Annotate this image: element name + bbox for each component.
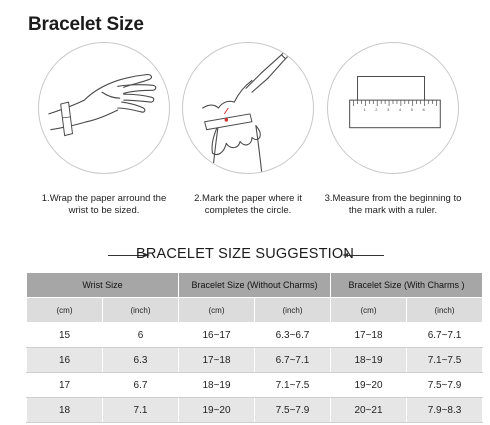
table-heading: BRACELET SIZE SUGGESTION — [0, 244, 490, 266]
svg-text:6: 6 — [423, 107, 426, 112]
table-cell: 7.9~8.3 — [406, 397, 484, 423]
step-1-illustration — [38, 42, 170, 174]
table-cell: 16 — [26, 347, 103, 373]
step-1-caption: 1.Wrap the paper arround the wrist to be… — [41, 193, 167, 216]
table-cell: 17~18 — [330, 322, 408, 348]
table-row: 17 6.7 18~19 7.1~7.5 19~20 7.5~7.9 — [26, 372, 484, 398]
table-cell: 7.1~7.5 — [406, 347, 484, 373]
table-cell: 18~19 — [178, 372, 255, 398]
table-cell: 7.5~7.9 — [253, 397, 332, 423]
unit-row: (cm) (inch) (cm) (inch) (cm) (inch) — [26, 297, 484, 323]
table-cell: 6.7~7.1 — [253, 347, 332, 373]
unit-cell: (cm) — [26, 297, 103, 323]
size-table: Wrist Size Bracelet Size (Without Charms… — [26, 272, 484, 423]
marking-pen-icon — [202, 50, 290, 173]
unit-cell: (inch) — [102, 297, 179, 323]
table-cell: 18~19 — [330, 347, 408, 373]
table-cell: 18 — [26, 397, 103, 423]
svg-text:1: 1 — [363, 107, 365, 112]
table-title: BRACELET SIZE SUGGESTION — [135, 246, 355, 262]
table-cell: 16~17 — [178, 322, 255, 348]
table-cell: 6 — [102, 322, 179, 348]
step-3-illustration: 1 2 3 4 5 6 — [327, 42, 459, 174]
table-cell: 6.7 — [102, 372, 179, 398]
arrow-right-icon — [108, 253, 150, 257]
unit-cell: (cm) — [178, 297, 255, 323]
table-cell: 17 — [26, 372, 103, 398]
red-mark-icon — [224, 118, 229, 122]
step-2-caption: 2.Mark the paper where it completes the … — [194, 193, 302, 216]
table-header-row: Wrist Size Bracelet Size (Without Charms… — [26, 272, 484, 298]
page-title: Bracelet Size — [28, 14, 144, 35]
ruler-icon: 1 2 3 4 5 6 — [349, 75, 441, 129]
header-without-charms: Bracelet Size (Without Charms) — [177, 272, 332, 298]
svg-text:3: 3 — [387, 107, 390, 112]
unit-cell: (cm) — [330, 297, 408, 323]
table-cell: 6.3~6.7 — [253, 322, 332, 348]
unit-cell: (inch) — [406, 297, 484, 323]
table-cell: 6.3 — [102, 347, 179, 373]
table-cell: 17~18 — [178, 347, 255, 373]
table-row: 18 7.1 19~20 7.5~7.9 20~21 7.9~8.3 — [26, 397, 484, 423]
header-with-charms: Bracelet Size (With Charms ) — [330, 272, 484, 298]
table-cell: 19~20 — [178, 397, 255, 423]
table-cell: 7.5~7.9 — [406, 372, 484, 398]
table-row: 15 6 16~17 6.3~6.7 17~18 6.7~7.1 — [26, 322, 484, 348]
table-row: 16 6.3 17~18 6.7~7.1 18~19 7.1~7.5 — [26, 347, 484, 373]
unit-cell: (inch) — [253, 297, 332, 323]
table-cell: 15 — [26, 322, 103, 348]
table-cell: 19~20 — [330, 372, 408, 398]
table-cell: 7.1~7.5 — [253, 372, 332, 398]
table-cell: 6.7~7.1 — [406, 322, 484, 348]
svg-text:4: 4 — [399, 107, 402, 112]
step-3-caption: 3.Measure from the beginning to the mark… — [324, 193, 462, 216]
arrow-left-icon — [342, 253, 384, 257]
hand-with-paper-icon — [48, 73, 157, 137]
table-cell: 7.1 — [102, 397, 179, 423]
table-cell: 20~21 — [330, 397, 408, 423]
step-2-illustration — [182, 42, 314, 174]
svg-text:5: 5 — [411, 107, 414, 112]
header-wrist-size: Wrist Size — [26, 272, 179, 298]
svg-text:2: 2 — [375, 107, 377, 112]
